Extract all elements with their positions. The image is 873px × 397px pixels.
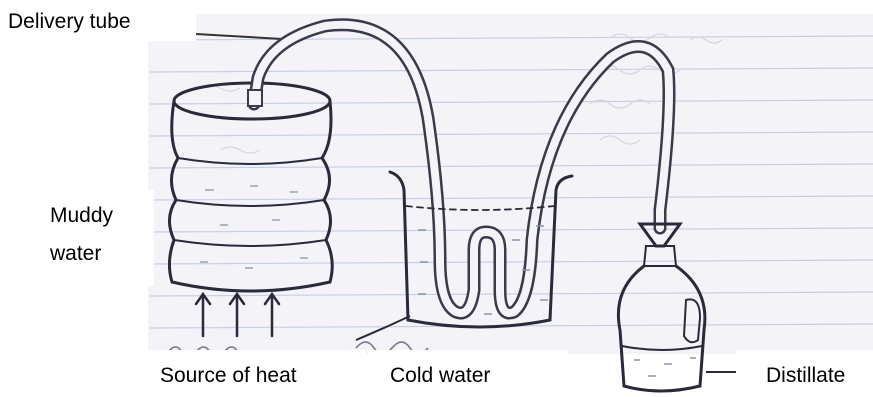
source-of-heat-label: Source of heat (146, 350, 366, 397)
delivery-tube-label: Delivery tube (6, 8, 196, 41)
distillate-label: Distillate (736, 350, 873, 397)
muddy-water-label-line1: Muddy (50, 202, 113, 229)
cold-water-label: Cold water (368, 350, 568, 397)
muddy-water-label: Muddy water (48, 190, 154, 286)
muddy-water-label-line2: water (50, 240, 101, 267)
distillate-liquid-dashes (634, 358, 696, 376)
